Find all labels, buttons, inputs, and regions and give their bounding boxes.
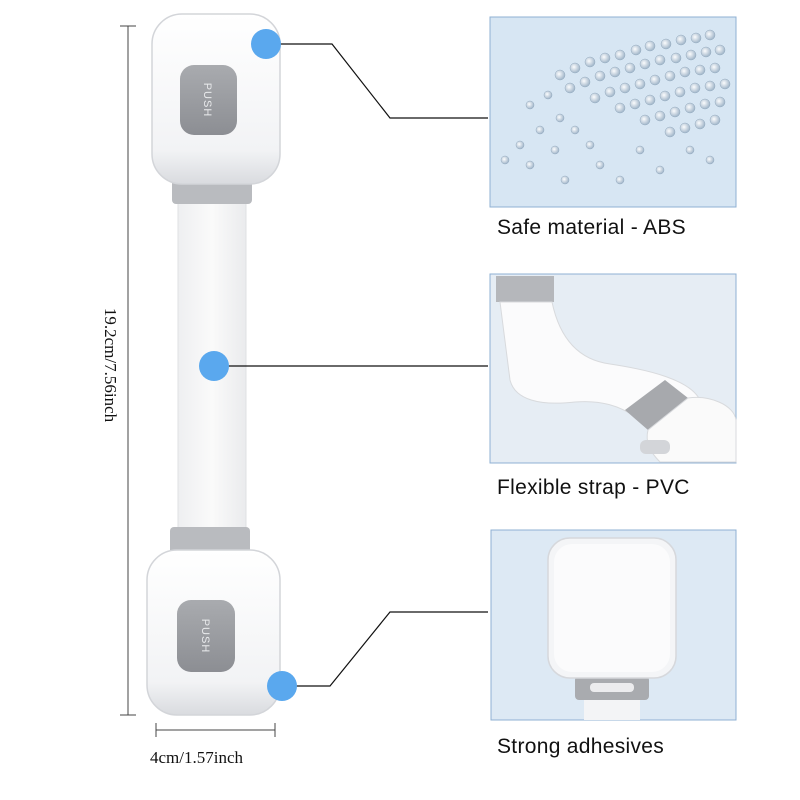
bottom-lock-cap (146, 549, 281, 716)
feature-label-material: Safe material - ABS (497, 216, 686, 239)
callout-line-adhesive (282, 611, 488, 687)
callout-dot-adhesive (267, 671, 297, 701)
adhesive-pad-photo (490, 529, 737, 721)
bottom-push-text: PUSH (199, 619, 211, 654)
top-push-text: PUSH (201, 83, 213, 118)
feature-label-strap: Flexible strap - PVC (497, 476, 690, 499)
callout-dot-strap (199, 351, 229, 381)
top-lock-cap (151, 13, 281, 185)
length-dimension-label: 19.2cm/7.56inch (101, 307, 120, 423)
callout-dot-material (251, 29, 281, 59)
height-dimension-line (120, 25, 136, 716)
width-dimension-label: 4cm/1.57inch (150, 748, 244, 767)
callout-line-material (266, 43, 488, 119)
abs-granules-photo (489, 16, 737, 208)
width-dimension-line (155, 723, 276, 737)
feature-label-adhesive: Strong adhesives (497, 735, 665, 758)
strap-closeup-photo (489, 273, 737, 464)
